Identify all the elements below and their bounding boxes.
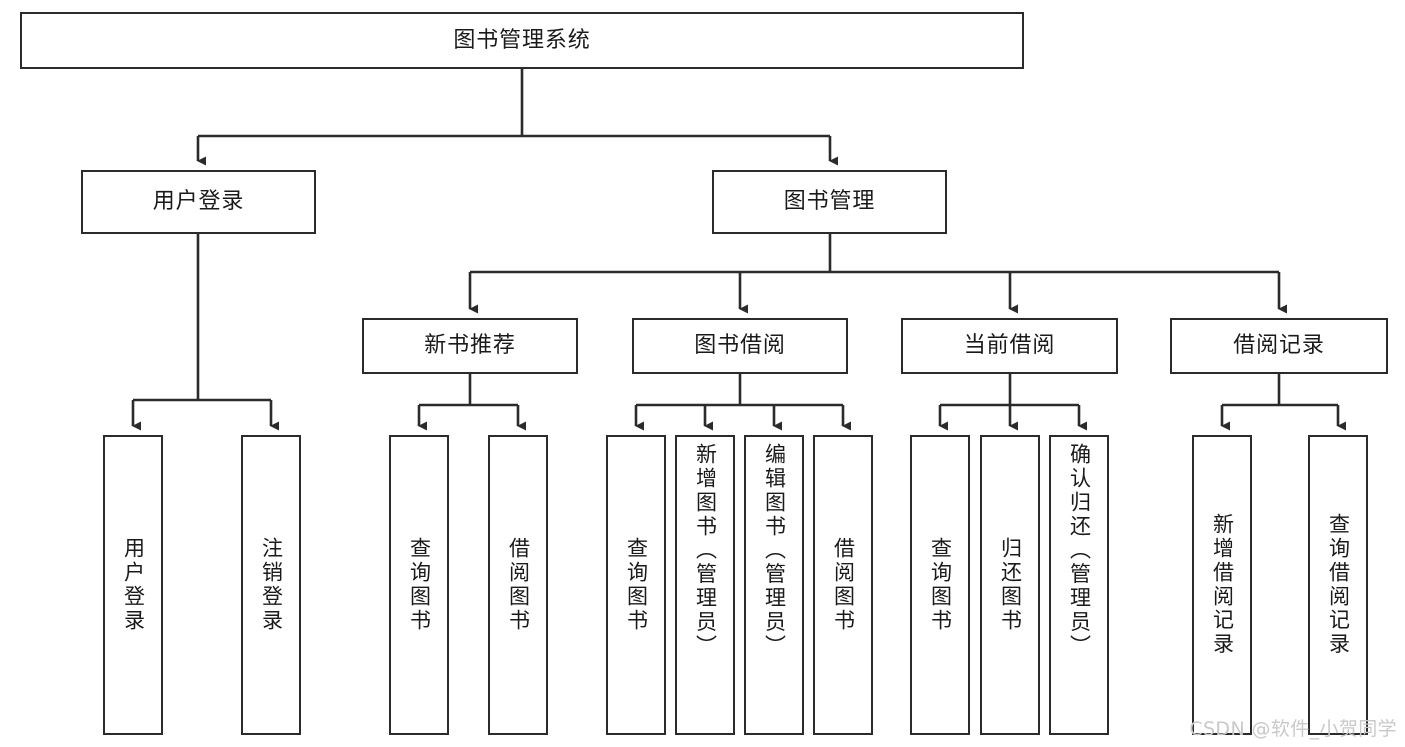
node-book-management-label: 图书管理 — [783, 189, 876, 215]
node-book-management[interactable]: 图书管理 — [712, 170, 947, 234]
node-borrow-record-label: 借阅记录 — [1233, 333, 1325, 359]
node-leaf-user-login[interactable]: 用户登录 — [103, 435, 163, 735]
node-current-borrow[interactable]: 当前借阅 — [901, 318, 1118, 374]
node-leaf-borrow-book-newbook[interactable]: 借阅图书 — [488, 435, 548, 735]
node-leaf-add-borrow-record-label: 新增借阅记录 — [1210, 513, 1235, 657]
node-current-borrow-label: 当前借阅 — [963, 333, 1056, 359]
node-book-borrow[interactable]: 图书借阅 — [632, 318, 848, 374]
node-leaf-query-book-current-label: 查询图书 — [928, 537, 953, 633]
node-leaf-edit-book-admin[interactable]: 编辑图书（管理员） — [744, 435, 804, 735]
node-root-system[interactable]: 图书管理系统 — [20, 12, 1024, 69]
node-leaf-query-book-current[interactable]: 查询图书 — [910, 435, 970, 735]
node-leaf-return-book[interactable]: 归还图书 — [980, 435, 1040, 735]
node-borrow-record[interactable]: 借阅记录 — [1170, 318, 1388, 374]
node-leaf-query-book-newbook[interactable]: 查询图书 — [389, 435, 449, 735]
node-leaf-add-book-admin[interactable]: 新增图书（管理员） — [675, 435, 735, 735]
node-leaf-query-book-borrow-label: 查询图书 — [624, 537, 649, 633]
node-leaf-edit-book-admin-label: 编辑图书（管理员） — [762, 443, 787, 659]
node-leaf-user-login-label: 用户登录 — [121, 537, 146, 633]
node-leaf-borrow-book-borrow[interactable]: 借阅图书 — [813, 435, 873, 735]
node-leaf-query-borrow-record[interactable]: 查询借阅记录 — [1308, 435, 1368, 735]
node-new-book-recommend[interactable]: 新书推荐 — [362, 318, 578, 374]
node-new-book-recommend-label: 新书推荐 — [424, 333, 516, 359]
node-leaf-borrow-book-newbook-label: 借阅图书 — [506, 537, 531, 633]
node-leaf-add-borrow-record[interactable]: 新增借阅记录 — [1192, 435, 1252, 735]
node-leaf-query-book-borrow[interactable]: 查询图书 — [606, 435, 666, 735]
node-book-borrow-label: 图书借阅 — [694, 333, 786, 359]
node-leaf-query-borrow-record-label: 查询借阅记录 — [1326, 513, 1351, 657]
node-user-login[interactable]: 用户登录 — [81, 170, 316, 234]
node-leaf-confirm-return-admin-label: 确认归还（管理员） — [1067, 443, 1092, 659]
node-leaf-logout-label: 注销登录 — [259, 537, 284, 633]
node-leaf-return-book-label: 归还图书 — [998, 537, 1023, 633]
node-leaf-borrow-book-borrow-label: 借阅图书 — [831, 537, 856, 633]
node-leaf-confirm-return-admin[interactable]: 确认归还（管理员） — [1049, 435, 1109, 735]
node-user-login-label: 用户登录 — [152, 189, 245, 215]
node-root-system-label: 图书管理系统 — [453, 27, 591, 53]
node-leaf-add-book-admin-label: 新增图书（管理员） — [693, 443, 718, 659]
node-leaf-query-book-newbook-label: 查询图书 — [407, 537, 432, 633]
node-leaf-logout[interactable]: 注销登录 — [241, 435, 301, 735]
